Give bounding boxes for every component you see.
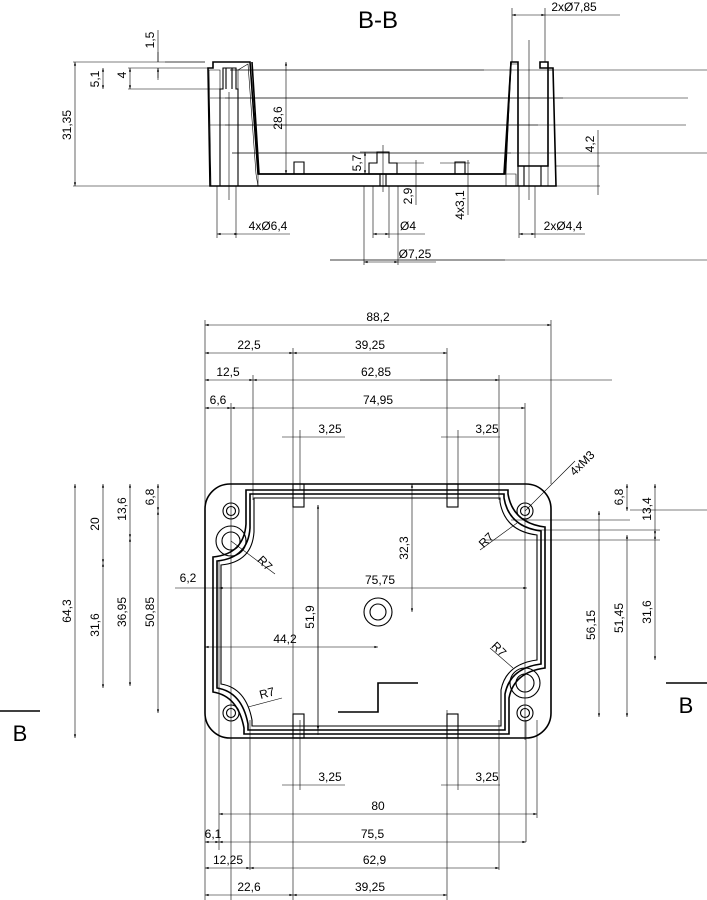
dimension-label: 62,85 [361, 365, 391, 379]
flange-inner [216, 493, 542, 731]
dimension-label: 75,5 [361, 827, 385, 841]
dimension-label: 36,95 [115, 597, 129, 627]
dimension-label: 31,35 [60, 110, 74, 140]
dimension-label: R7 [258, 684, 277, 702]
dimensions [0, 8, 707, 900]
dimension-label: 74,95 [363, 393, 393, 407]
dimension-label: 2xØ4,4 [544, 219, 583, 233]
dimension-label: 62,9 [363, 853, 387, 867]
dimension-label: 22,6 [237, 880, 261, 894]
leader [524, 460, 576, 512]
dimension-label: 88,2 [366, 310, 390, 324]
dimension-label: 22,5 [237, 338, 261, 352]
dimension-label: 5,1 [88, 70, 102, 87]
dimension-label: R7 [488, 639, 509, 660]
dimension-label: 3,25 [475, 770, 499, 784]
dimension-label: 51,9 [303, 605, 317, 629]
dimension-label: 6,8 [143, 488, 157, 505]
dimension-label: 12,5 [216, 365, 240, 379]
dimension-label: 3,25 [318, 770, 342, 784]
dimension-label: 4,2 [583, 135, 597, 152]
dimension-label: 6,1 [205, 827, 222, 841]
parting-step [338, 682, 418, 713]
dimension-label: 56,15 [584, 610, 598, 640]
dimension-label: 80 [371, 799, 385, 813]
cavity-outline [251, 61, 512, 175]
rib [454, 161, 466, 174]
cavity-outline [220, 497, 538, 727]
dimension-label: 4xM3 [567, 448, 598, 479]
leader [479, 522, 518, 551]
section-view-b-b [207, 40, 557, 200]
dimension-label: 64,3 [60, 599, 74, 623]
dimension-label: Ø7,25 [399, 247, 432, 261]
dimension-label: 75,75 [365, 573, 395, 587]
dimension-label: 20 [88, 517, 102, 531]
dimension-label: 6,6 [210, 393, 227, 407]
dimension-label: 3,25 [318, 422, 342, 436]
plan-view [204, 483, 552, 739]
dimension-label: 28,6 [271, 106, 285, 130]
right-wall-inner-hatch [505, 63, 519, 187]
dimension-label: 32,3 [397, 536, 411, 560]
right-bore [517, 166, 542, 186]
dimension-label: 2,9 [401, 187, 415, 204]
dimension-label: 39,25 [355, 880, 385, 894]
leader [247, 697, 283, 708]
dimension-label: 4 [115, 71, 129, 78]
rib [446, 483, 459, 508]
dimension-label: 31,6 [88, 613, 102, 637]
dimension-label: 4x3,1 [453, 190, 467, 220]
leader [489, 647, 514, 669]
dimension-label: 13,4 [640, 497, 654, 521]
dimension-label: 1,5 [143, 31, 157, 48]
rib [293, 161, 305, 174]
floor-hatch [257, 173, 517, 187]
dimension-label: 5,7 [350, 154, 364, 171]
dimension-label: B [679, 693, 694, 718]
dimension-label: 6,2 [180, 571, 197, 585]
dimension-labels: 31,35 5,1 4 1,5 28,6 5,7 2,9 4x3,1 4,2 4xØ6,4 Ø4Ø7… [13, 0, 694, 894]
dimension-label: B [13, 721, 28, 746]
dimension-label: 44,2 [273, 632, 297, 646]
dimension-label: 3,25 [475, 422, 499, 436]
dimension-label: 12,25 [213, 853, 243, 867]
dimension-label: 39,25 [355, 338, 385, 352]
dimension-label: 4xØ6,4 [249, 219, 288, 233]
dimension-label: 31,6 [640, 600, 654, 624]
dimension-label: Ø4 [400, 219, 416, 233]
leader [230, 540, 276, 575]
dimension-label: R7 [254, 553, 275, 574]
dimension-label: 13,6 [115, 497, 129, 521]
dimension-label: 6,8 [612, 488, 626, 505]
dimension-label: B-B [358, 7, 398, 34]
rib [292, 483, 305, 508]
hole [363, 597, 393, 627]
dimension-label: 50,85 [143, 597, 157, 627]
dimension-label: 2xØ7,85 [551, 0, 597, 14]
dimension-label: R7 [476, 530, 497, 551]
dimension-label: 51,45 [612, 603, 626, 633]
hole [369, 603, 387, 621]
left-wall-hatch [208, 69, 221, 187]
